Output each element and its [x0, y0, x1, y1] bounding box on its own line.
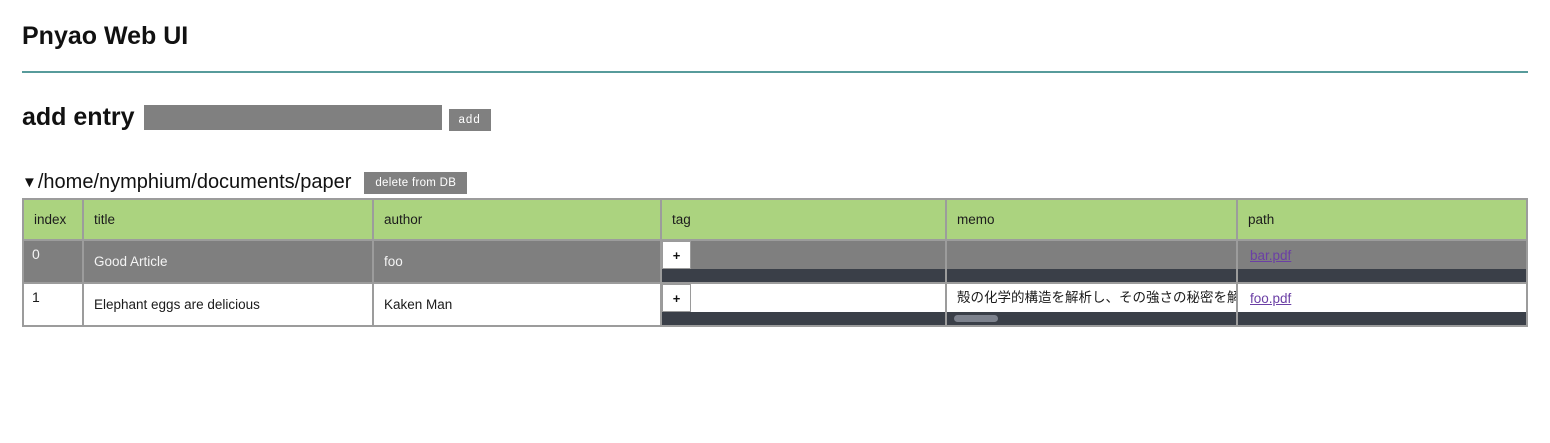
h-scrollbar-track: [1238, 269, 1526, 282]
column-header-tag: tag: [660, 198, 947, 241]
page: Pnyao Web UI add entry add ▼ /home/nymph…: [22, 22, 1528, 327]
h-scrollbar-track: [662, 269, 945, 282]
memo-cell: [945, 239, 1238, 284]
add-tag-button[interactable]: +: [662, 284, 691, 312]
index-cell: 1: [22, 282, 84, 327]
author-cell: foo: [372, 239, 662, 284]
column-header-path: path: [1236, 198, 1528, 241]
collection-path: /home/nymphium/documents/paper: [37, 171, 352, 193]
author-cell: Kaken Man: [372, 282, 662, 327]
add-entry-heading: add entry: [22, 103, 135, 131]
h-scrollbar-track: [947, 269, 1236, 282]
table-row: 1 Elephant eggs are delicious Kaken Man …: [22, 282, 1528, 327]
column-header-title: title: [82, 198, 374, 241]
path-cell: bar.pdf: [1236, 239, 1528, 284]
collection-header: ▼ /home/nymphium/documents/paper delete …: [22, 171, 1528, 194]
pdf-link[interactable]: bar.pdf: [1250, 247, 1292, 263]
memo-text: 殻の化学的構造を解析し、その強さの秘密を解: [957, 290, 1236, 305]
h-scrollbar-track: [662, 312, 945, 325]
index-cell: 0: [22, 239, 84, 284]
add-button[interactable]: add: [448, 109, 491, 131]
table-header-row: index title author tag memo path: [22, 198, 1528, 241]
entries-table: index title author tag memo path 0 Good …: [22, 198, 1528, 327]
column-header-index: index: [22, 198, 84, 241]
column-header-author: author: [372, 198, 662, 241]
h-scrollbar-thumb[interactable]: [954, 315, 998, 322]
tag-cell: +: [660, 239, 947, 284]
path-cell: foo.pdf: [1236, 282, 1528, 327]
column-header-memo: memo: [945, 198, 1238, 241]
collapse-triangle-icon[interactable]: ▼: [22, 174, 37, 191]
h-scrollbar-track: [1238, 312, 1526, 325]
table-row: 0 Good Article foo + bar.: [22, 239, 1528, 284]
h-scrollbar-track[interactable]: [947, 312, 1236, 325]
page-title: Pnyao Web UI: [22, 22, 189, 50]
title-cell: Elephant eggs are delicious: [82, 282, 374, 327]
tag-cell: +: [660, 282, 947, 327]
entry-path-input[interactable]: [143, 104, 442, 130]
delete-from-db-button[interactable]: delete from DB: [364, 171, 468, 194]
add-entry-section: add entry add: [22, 102, 1528, 132]
memo-cell: 殻の化学的構造を解析し、その強さの秘密を解: [945, 282, 1238, 327]
title-cell: Good Article: [82, 239, 374, 284]
add-tag-button[interactable]: +: [662, 241, 691, 269]
pdf-link[interactable]: foo.pdf: [1250, 290, 1292, 306]
divider: [22, 71, 1528, 73]
